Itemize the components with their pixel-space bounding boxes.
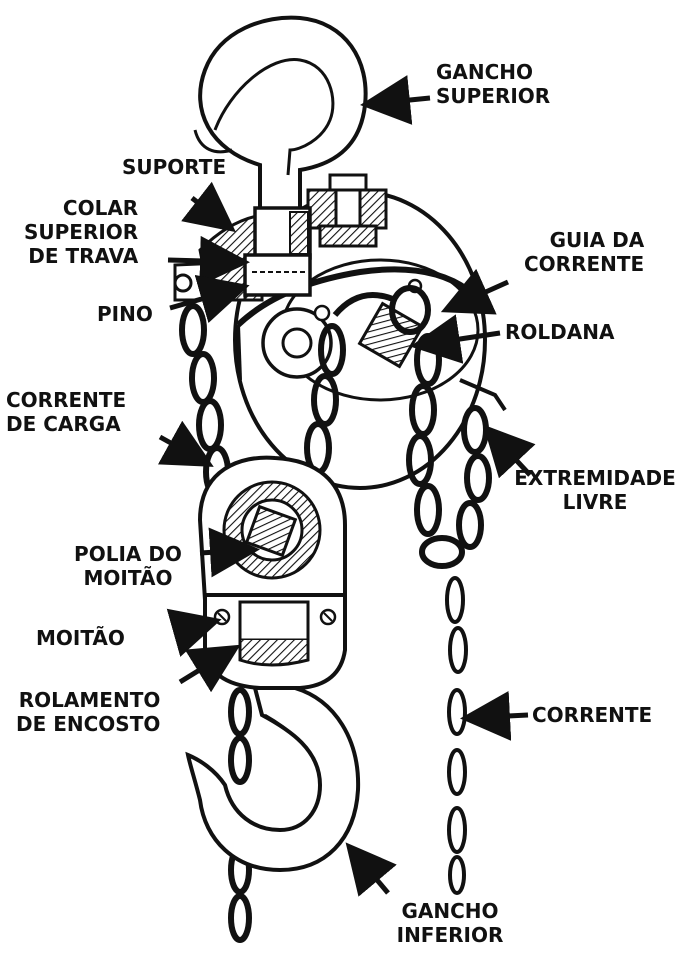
label-line: SUPERIOR: [436, 84, 551, 108]
label-guia: GUIA DA CORRENTE: [524, 228, 644, 276]
label-gancho-superior: GANCHO SUPERIOR: [436, 60, 550, 108]
label-line: DE TRAVA: [28, 244, 139, 268]
label-line: CORRENTE: [524, 252, 645, 276]
label-line: PINO: [97, 302, 153, 326]
collar-support: [173, 206, 312, 302]
upper-hook: [193, 15, 368, 212]
label-line: ROLAMENTO: [18, 688, 161, 712]
label-line: DE ENCOSTO: [16, 712, 161, 736]
hand-chain: [406, 333, 507, 895]
label-extremidade: EXTREMIDADE LIVRE: [497, 466, 693, 514]
label-line: INFERIOR: [396, 923, 504, 947]
label-gancho-inferior: GANCHO INFERIOR: [380, 899, 520, 947]
label-line: MOITÃO: [83, 566, 173, 590]
label-suporte: SUPORTE: [122, 155, 226, 179]
lower-hook: [185, 686, 361, 873]
leader-arrows: [157, 75, 536, 897]
label-line: GANCHO: [401, 899, 499, 923]
label-line: POLIA DO: [74, 542, 182, 566]
label-line: SUPERIOR: [24, 220, 139, 244]
label-line: ROLDANA: [505, 320, 615, 344]
label-line: LIVRE: [562, 490, 628, 514]
label-line: GUIA DA: [549, 228, 645, 252]
label-line: CORRENTE: [532, 703, 653, 727]
label-line: MOITÃO: [36, 626, 125, 650]
label-corrente-carga: CORRENTE DE CARGA: [6, 388, 126, 436]
label-line: CORRENTE: [6, 388, 127, 412]
top-nut: [306, 173, 388, 248]
label-line: SUPORTE: [122, 155, 227, 179]
label-moitao: MOITÃO: [36, 626, 125, 650]
label-polia: POLIA DO MOITÃO: [60, 542, 196, 590]
label-colar: COLAR SUPERIOR DE TRAVA: [24, 196, 138, 268]
label-line: DE CARGA: [6, 412, 121, 436]
label-pino: PINO: [97, 302, 153, 326]
label-line: EXTREMIDADE: [514, 466, 676, 490]
label-line: GANCHO: [436, 60, 534, 84]
label-roldana: ROLDANA: [505, 320, 614, 344]
label-rolamento: ROLAMENTO DE ENCOSTO: [16, 688, 160, 736]
label-corrente: CORRENTE: [532, 703, 652, 727]
label-line: COLAR: [62, 196, 139, 220]
